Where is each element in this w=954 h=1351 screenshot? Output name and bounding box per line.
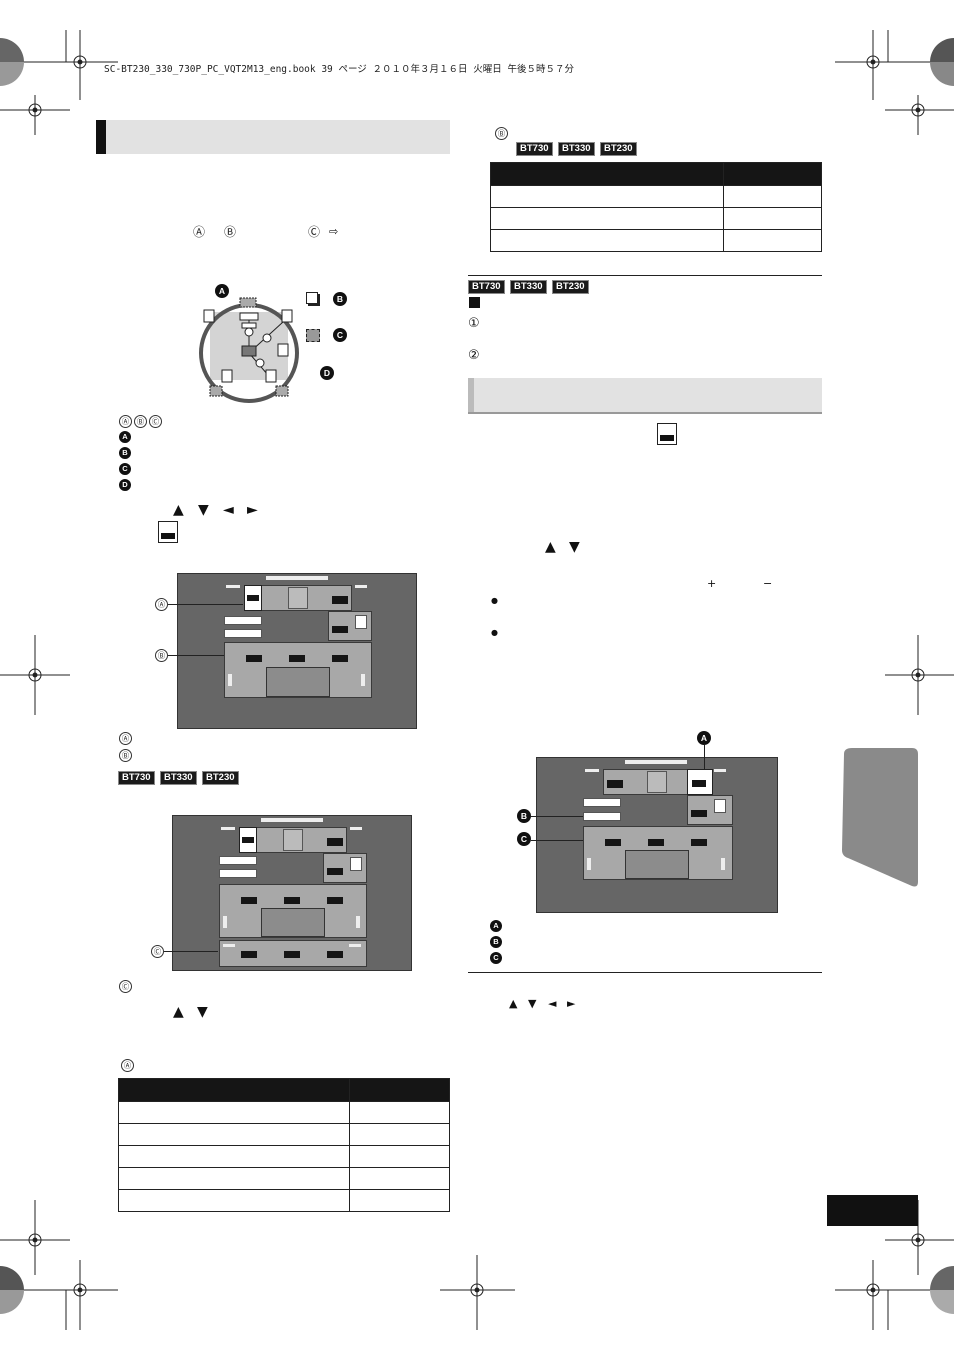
section-title-accent bbox=[96, 120, 106, 154]
left-arrow-icon-4: ◄ bbox=[548, 997, 557, 1010]
diagram-label-c: C bbox=[333, 328, 347, 342]
legend-dot-b: B bbox=[119, 447, 131, 459]
marker-a: Ⓐ bbox=[193, 225, 206, 239]
note-square-icon bbox=[469, 297, 480, 308]
badge-bt330-tb: BT330 bbox=[558, 142, 595, 156]
table-a bbox=[118, 1078, 450, 1212]
badge-bt230-tb: BT230 bbox=[600, 142, 637, 156]
up-arrow-icon: ▲ bbox=[173, 502, 184, 518]
left-arrow-icon: ◄ bbox=[223, 502, 234, 518]
speaker-sub-icon bbox=[306, 329, 320, 342]
minus-symbol: − bbox=[763, 577, 773, 590]
divider-line-1 bbox=[468, 275, 822, 276]
osd3-line-c bbox=[531, 840, 583, 841]
table-a-marker: Ⓐ bbox=[121, 1059, 134, 1072]
page-number-box bbox=[827, 1195, 918, 1226]
down-arrow-icon-2: ▼ bbox=[197, 1004, 208, 1020]
table-row bbox=[118, 1101, 450, 1124]
up-arrow-icon-3: ▲ bbox=[545, 539, 556, 555]
osd-screen-1 bbox=[177, 573, 417, 729]
down-arrow-icon: ▼ bbox=[198, 502, 209, 518]
menu-button-icon-2 bbox=[657, 423, 677, 445]
marker-b: Ⓑ bbox=[224, 225, 237, 239]
table-b-marker: Ⓑ bbox=[495, 127, 508, 140]
badge-bt730-left: BT730 bbox=[118, 771, 155, 785]
osd3-label-a: A bbox=[697, 731, 711, 745]
table-b-header-col2 bbox=[723, 162, 822, 186]
osd1-callout-b: Ⓑ bbox=[155, 649, 168, 662]
badge-bt230-left: BT230 bbox=[202, 771, 239, 785]
osd3-line-b bbox=[531, 816, 583, 817]
osd3-line-a bbox=[704, 745, 705, 769]
osd-screen-3 bbox=[536, 757, 778, 913]
osd3-legend-a: A bbox=[490, 920, 502, 932]
osd3-label-b: B bbox=[517, 809, 531, 823]
speaker-placement-diagram bbox=[199, 297, 299, 403]
badge-bt730-note: BT730 bbox=[468, 280, 505, 294]
legend-circ-c: Ⓒ bbox=[149, 415, 162, 428]
table-row bbox=[118, 1167, 450, 1190]
divider-line-2 bbox=[468, 972, 822, 973]
legend-circ-a: Ⓐ bbox=[119, 415, 132, 428]
osd1-callout-a: Ⓐ bbox=[155, 598, 168, 611]
legend-dot-c: C bbox=[119, 463, 131, 475]
plus-symbol: + bbox=[707, 577, 717, 590]
legend-dot-d: D bbox=[119, 479, 131, 491]
badge-bt230-note: BT230 bbox=[552, 280, 589, 294]
osd1-legend-a: Ⓐ bbox=[119, 732, 132, 745]
diagram-label-b: B bbox=[333, 292, 347, 306]
step-1-marker: ① bbox=[468, 316, 480, 331]
up-arrow-icon-4: ▲ bbox=[509, 997, 518, 1010]
table-row bbox=[490, 207, 822, 230]
table-b-header-col1 bbox=[490, 162, 724, 186]
bullet-2: ● bbox=[491, 628, 498, 637]
legend-dot-a: A bbox=[119, 431, 131, 443]
table-a-header-col2 bbox=[349, 1078, 450, 1102]
diagram-label-d: D bbox=[320, 366, 334, 380]
badge-bt730-tb: BT730 bbox=[516, 142, 553, 156]
up-arrow-icon-2: ▲ bbox=[173, 1004, 184, 1020]
osd1-callout-line-b bbox=[168, 655, 224, 656]
section-title-accent-2 bbox=[468, 378, 474, 412]
section-title-bar-2 bbox=[468, 378, 822, 414]
osd3-legend-b: B bbox=[490, 936, 502, 948]
osd2-callout-line-c bbox=[164, 951, 218, 952]
osd2-legend-c: Ⓒ bbox=[119, 980, 132, 993]
step-2-marker: ② bbox=[468, 348, 480, 363]
diagram-label-a: A bbox=[215, 284, 229, 298]
osd3-legend-c: C bbox=[490, 952, 502, 964]
side-tab bbox=[842, 748, 918, 887]
osd1-legend-b: Ⓑ bbox=[119, 749, 132, 762]
osd-screen-2 bbox=[172, 815, 412, 971]
table-a-header-col1 bbox=[118, 1078, 350, 1102]
menu-button-icon bbox=[158, 521, 178, 543]
section-title-bar bbox=[96, 120, 450, 154]
marker-c: Ⓒ bbox=[308, 225, 321, 239]
table-row bbox=[118, 1189, 450, 1212]
osd2-callout-c: Ⓒ bbox=[151, 945, 164, 958]
badge-bt330-note: BT330 bbox=[510, 280, 547, 294]
right-arrow-icon-4: ► bbox=[567, 997, 576, 1010]
table-row bbox=[118, 1145, 450, 1168]
badge-bt330-left: BT330 bbox=[160, 771, 197, 785]
table-row bbox=[118, 1123, 450, 1146]
legend-circ-b: Ⓑ bbox=[134, 415, 147, 428]
bullet-1: ● bbox=[491, 596, 498, 605]
file-header: SC-BT230_330_730P_PC_VQT2M13_eng.book 39… bbox=[104, 64, 574, 75]
table-b bbox=[490, 162, 822, 252]
right-arrow-icon: ► bbox=[247, 502, 258, 518]
speaker-front-icon bbox=[306, 292, 318, 304]
down-arrow-icon-4: ▼ bbox=[528, 997, 537, 1010]
table-row bbox=[490, 185, 822, 208]
down-arrow-icon-3: ▼ bbox=[569, 539, 580, 555]
osd1-callout-line-a bbox=[168, 604, 243, 605]
table-row bbox=[490, 229, 822, 252]
osd3-label-c: C bbox=[517, 832, 531, 846]
right-pointer-icon: ⇨ bbox=[329, 225, 339, 238]
